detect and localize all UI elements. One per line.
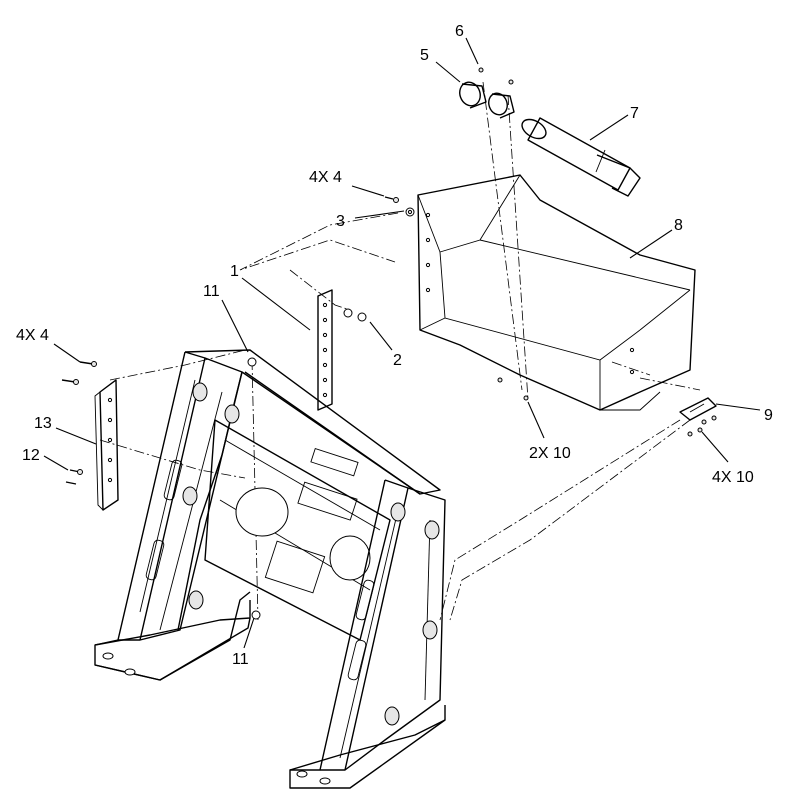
callout-12: 12	[22, 447, 40, 464]
callout-11-bottom: 11	[232, 651, 249, 668]
callout-labels: 1 2 3 4X 4 4X 4 5 6 7 8 9 2X 10 4X 10 11…	[16, 23, 773, 668]
tray	[417, 174, 696, 411]
leader-lines	[43, 37, 761, 649]
callout-8: 8	[674, 217, 683, 234]
callout-6: 6	[455, 23, 464, 40]
callout-4-top: 4X 4	[309, 169, 342, 186]
callout-13: 13	[34, 415, 52, 432]
callout-3: 3	[336, 213, 345, 230]
callout-11-top: 11	[203, 283, 220, 300]
callout-1: 1	[230, 263, 239, 280]
hardware	[61, 67, 717, 620]
callout-4-left: 4X 4	[16, 327, 49, 344]
side-bracket	[94, 379, 119, 511]
phantom-lines	[99, 81, 701, 621]
callout-10-right: 4X 10	[712, 469, 754, 486]
bracket-plate	[317, 289, 333, 411]
callout-9: 9	[764, 407, 773, 424]
callout-7: 7	[630, 105, 639, 122]
roller	[521, 117, 641, 197]
callout-10-left: 2X 10	[529, 445, 571, 462]
main-frame	[94, 349, 446, 789]
callout-5: 5	[420, 47, 429, 64]
callout-2: 2	[393, 352, 402, 369]
end-caps	[459, 81, 515, 119]
